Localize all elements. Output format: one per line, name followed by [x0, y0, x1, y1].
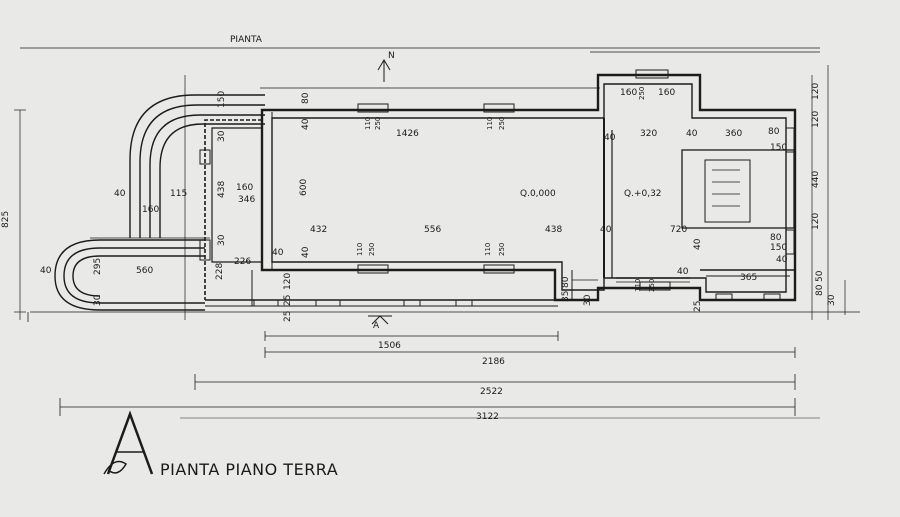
- dim-250b: 250: [498, 117, 506, 130]
- dim-25c: 25: [693, 301, 703, 312]
- dim-556: 556: [424, 225, 441, 235]
- dim-346: 346: [238, 195, 255, 205]
- dim-1506: 1506: [378, 341, 401, 351]
- dim-110c: 110: [356, 243, 364, 256]
- dim-80v: 80: [815, 284, 825, 296]
- curved-steps: [54, 94, 265, 311]
- dim-80: 80: [768, 127, 780, 137]
- dim-40f: 40: [272, 248, 284, 258]
- dim-825: 825: [1, 211, 11, 228]
- north-label: N: [388, 51, 395, 61]
- dim-110d: 110: [484, 243, 492, 256]
- dim-150b: 150: [770, 143, 787, 153]
- dim-110e: 110: [634, 279, 642, 292]
- dim-40j: 40: [301, 118, 311, 130]
- dimension-lines-top: [14, 47, 860, 320]
- level-main: Q.0,000: [520, 189, 556, 199]
- dim-120a: 120: [811, 111, 821, 128]
- dim-226: 226: [234, 257, 251, 267]
- dim-40c: 40: [604, 133, 616, 143]
- dim-438v: 438: [217, 181, 227, 198]
- dim-110b: 110: [486, 117, 494, 130]
- dim-160: 160: [142, 205, 159, 215]
- dim-438: 438: [545, 225, 562, 235]
- dim-2186: 2186: [482, 357, 505, 367]
- badge-letter-text: A: [100, 408, 101, 409]
- dim-120b: 120: [811, 213, 821, 230]
- dim-80d: 80: [561, 276, 571, 288]
- dim-30b: 30: [217, 234, 227, 246]
- dim-160b: 160: [236, 183, 253, 193]
- dim-150a: 150: [217, 91, 227, 108]
- dim-720: 720: [670, 225, 687, 235]
- dim-3122: 3122: [476, 412, 499, 422]
- dim-120c: 120: [283, 273, 293, 290]
- dim-365: 365: [740, 273, 757, 283]
- dim-80c: 80: [301, 92, 311, 104]
- dim-320: 320: [640, 129, 657, 139]
- dim-25a: 25: [283, 311, 293, 322]
- dim-30d: 30: [827, 294, 837, 306]
- bottom-left-step-marks: [27, 237, 210, 322]
- top-label: PIANTA: [230, 35, 263, 45]
- dimension-labels: PIANTA N A 1426 432 556 438 720 320 360 …: [1, 35, 837, 422]
- dim-40i: 40: [776, 255, 788, 265]
- drawing-mark-icon: A: [100, 408, 154, 475]
- dim-160d: 160: [658, 88, 675, 98]
- dim-160c: 160: [620, 88, 637, 98]
- dim-560: 560: [136, 266, 153, 276]
- dim-50: 50: [815, 270, 825, 282]
- dim-40: 40: [114, 189, 126, 199]
- dim-40e: 40: [600, 225, 612, 235]
- dim-40k: 40: [301, 246, 311, 258]
- dim-hall-height: 600: [299, 179, 309, 196]
- drawing-title: PIANTA PIANO TERRA: [160, 460, 339, 479]
- dim-25b: 25: [283, 295, 293, 306]
- dim-110a: 110: [364, 117, 372, 130]
- dim-360: 360: [725, 129, 742, 139]
- dimension-lines-bottom: [59, 331, 820, 419]
- dim-228: 228: [215, 263, 225, 280]
- level-raised: Q.+0,32: [624, 189, 662, 199]
- dim-120v: 120: [811, 83, 821, 100]
- dim-40g: 40: [677, 267, 689, 277]
- building-walls: [199, 69, 797, 307]
- dim-250c: 250: [368, 243, 376, 256]
- dim-295: 295: [93, 258, 103, 275]
- dim-hall-inner: 1426: [396, 129, 419, 139]
- dim-250e: 250: [638, 87, 646, 100]
- dim-432: 432: [310, 225, 327, 235]
- dim-80b: 80: [770, 233, 782, 243]
- dim-150c: 150: [770, 243, 787, 253]
- dim-30e: 30: [583, 294, 593, 306]
- dim-40d: 40: [686, 129, 698, 139]
- section-marker-icon: [368, 315, 392, 325]
- dim-115: 115: [170, 189, 187, 199]
- dim-250a: 250: [374, 117, 382, 130]
- dim-250d: 250: [498, 243, 506, 256]
- dim-35: 35: [561, 291, 571, 302]
- dim-2522: 2522: [480, 387, 503, 397]
- dim-30a: 30: [217, 130, 227, 142]
- dim-250f: 250: [648, 279, 656, 292]
- north-arrow-icon: [377, 59, 391, 82]
- dim-30c: 30: [93, 294, 103, 306]
- dim-40h: 40: [693, 238, 703, 250]
- section-label: A: [373, 321, 380, 331]
- dim-440: 440: [811, 171, 821, 188]
- dim-40b: 40: [40, 266, 52, 276]
